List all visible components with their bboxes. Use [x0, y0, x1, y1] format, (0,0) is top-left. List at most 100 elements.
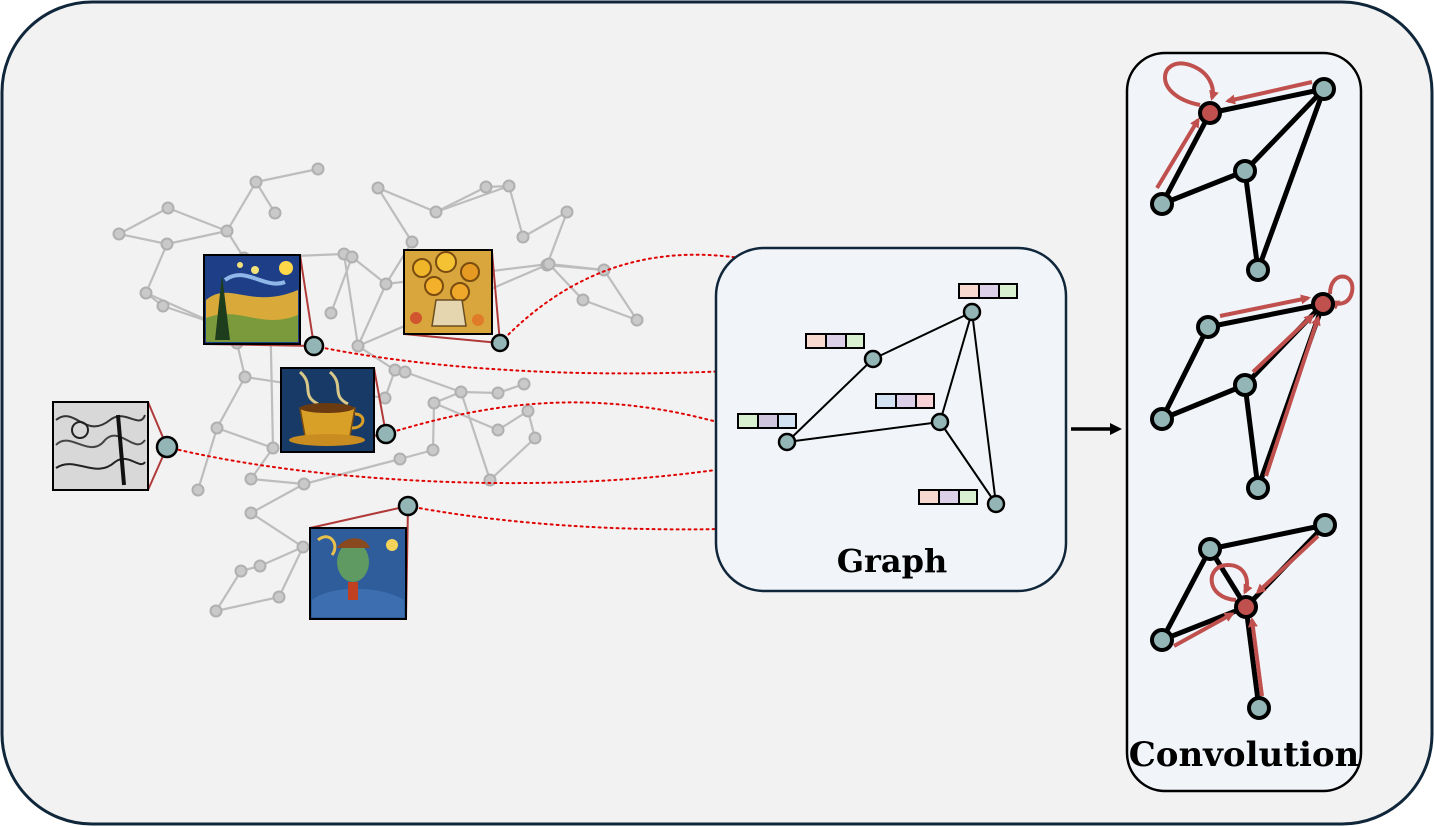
- network-node: [297, 477, 311, 491]
- network-node: [139, 286, 153, 300]
- network-node: [427, 396, 441, 410]
- network-node: [268, 206, 282, 220]
- feature-vectors: [737, 283, 1018, 505]
- network-edge: [435, 186, 487, 213]
- network-node: [516, 230, 530, 244]
- network-edge: [250, 483, 305, 514]
- conv-step-3: [1150, 513, 1337, 720]
- network-edge: [433, 401, 499, 432]
- network-node: [345, 250, 359, 264]
- network-node: [112, 227, 126, 241]
- network-node: [491, 423, 505, 437]
- network-edge: [215, 570, 242, 612]
- network-edge: [118, 207, 169, 235]
- network-edge: [342, 253, 360, 347]
- network-node: [244, 506, 258, 520]
- network-node: [502, 179, 516, 193]
- network-node: [156, 299, 170, 313]
- anchor-nodes: [155, 333, 510, 517]
- painting-engraving: [52, 401, 149, 491]
- network-edge: [357, 345, 396, 371]
- network-node: [253, 559, 267, 573]
- network-node: [454, 385, 468, 399]
- conv-step-2: [1150, 274, 1355, 500]
- network-node: [379, 277, 393, 291]
- network-edge: [435, 184, 510, 214]
- network-node: [191, 483, 205, 497]
- network-edge: [259, 545, 304, 568]
- network-edge: [356, 283, 388, 347]
- network-node: [220, 224, 234, 238]
- network-edge: [250, 512, 304, 548]
- network-edge: [377, 186, 437, 214]
- painting-coffee-cup: [280, 367, 375, 453]
- network-node: [405, 235, 419, 249]
- network-node: [630, 313, 644, 327]
- network-node: [371, 181, 385, 195]
- network-edge: [548, 263, 584, 301]
- network-edge: [489, 437, 536, 481]
- network-node: [249, 175, 263, 189]
- convolution-title: Convolution: [1129, 735, 1360, 775]
- network-node: [491, 386, 505, 400]
- network-edge: [167, 206, 228, 233]
- network-edge: [507, 185, 525, 238]
- network-node: [542, 257, 556, 271]
- network-edge: [404, 370, 462, 394]
- network-edge: [603, 269, 638, 321]
- network-edge: [250, 477, 305, 486]
- network-node: [521, 404, 535, 418]
- network-node: [272, 590, 286, 604]
- convolution-panel: Convolution: [1125, 51, 1363, 793]
- network-node: [517, 377, 531, 391]
- network-node: [351, 339, 365, 353]
- network-edge: [303, 457, 401, 486]
- painting-starry-night: [203, 254, 301, 345]
- network-node: [393, 452, 407, 466]
- network-node: [209, 604, 223, 618]
- conv-step-1: [1150, 61, 1336, 282]
- network-node: [483, 473, 497, 487]
- network-edge: [196, 427, 219, 491]
- network-node: [576, 293, 590, 307]
- network-node: [160, 237, 174, 251]
- network-edge: [144, 243, 169, 294]
- network-edge: [377, 187, 413, 243]
- network-edge: [118, 232, 168, 246]
- network-edge: [226, 181, 257, 232]
- network-node: [324, 306, 338, 320]
- network-node: [210, 421, 224, 435]
- network-edge: [545, 211, 569, 266]
- network-edge: [329, 256, 354, 314]
- network-node: [244, 472, 258, 486]
- network-edge: [582, 298, 638, 322]
- network-edge: [459, 391, 492, 481]
- network-node: [528, 431, 542, 445]
- network-node: [426, 443, 440, 457]
- network-node: [429, 205, 443, 219]
- network-node: [398, 365, 412, 379]
- network-node: [266, 441, 280, 455]
- graph-title: Graph: [837, 542, 948, 580]
- network-node: [238, 370, 252, 384]
- network-edge: [215, 595, 280, 613]
- network-node: [560, 205, 574, 219]
- network-edge: [351, 256, 387, 285]
- network-edge: [278, 546, 304, 598]
- network-node: [479, 180, 493, 194]
- painting-sunflowers: [403, 249, 493, 335]
- network-node: [234, 564, 248, 578]
- network-edge: [216, 376, 246, 429]
- network-edge: [548, 262, 605, 272]
- network-edge: [216, 426, 274, 450]
- network-node: [311, 162, 325, 176]
- network-edge: [522, 211, 568, 238]
- network-edge: [431, 402, 436, 451]
- graph-panel: Graph: [714, 246, 1068, 593]
- network-edge: [166, 229, 228, 246]
- network-edge: [255, 167, 319, 184]
- painting-portrait: [309, 527, 407, 620]
- network-node: [296, 540, 310, 554]
